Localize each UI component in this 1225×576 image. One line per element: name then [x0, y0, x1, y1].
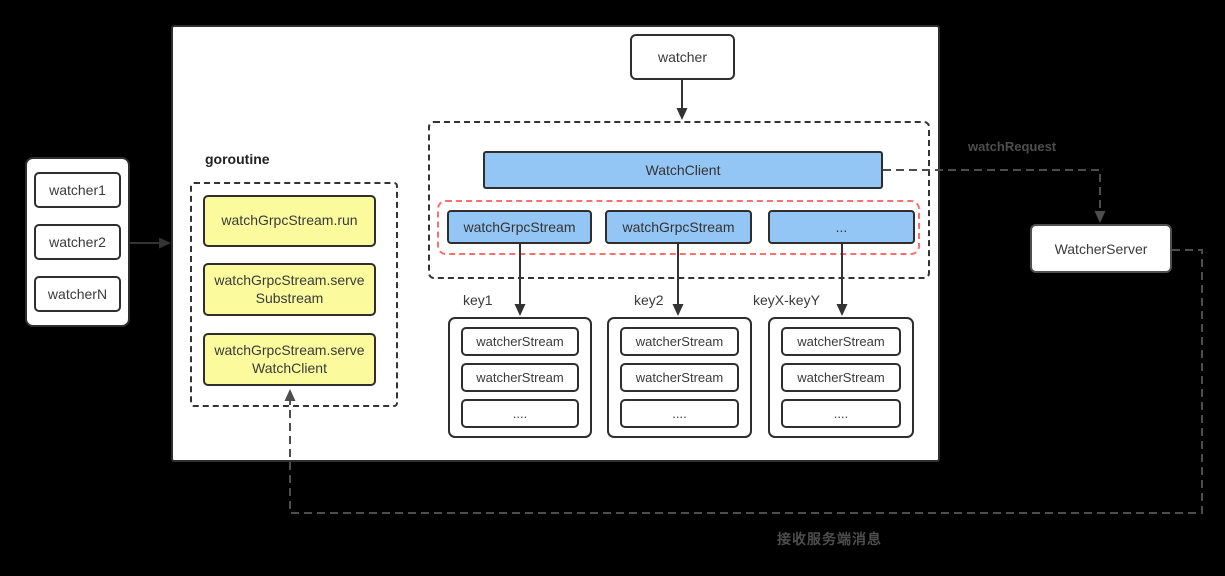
- watcherstream-box: watcherStream: [781, 363, 901, 392]
- watcher2-box: watcher2: [34, 224, 121, 260]
- watcherstream-box: watcherStream: [461, 363, 579, 392]
- watcherN-box: watcherN: [34, 276, 121, 312]
- receive-server-message-label: 接收服务端消息: [777, 531, 882, 547]
- watchrequest-label: watchRequest: [968, 139, 1057, 154]
- watcher-box: watcher: [630, 34, 735, 80]
- watcherstream-box: watcherStream: [620, 363, 739, 392]
- watchclient-bar: WatchClient: [483, 151, 883, 189]
- key2-streams-container: watcherStream watcherStream ....: [607, 317, 752, 438]
- watchgrpcstream-box-more: ...: [768, 210, 915, 244]
- keyx-keyy-label: keyX-keyY: [753, 292, 820, 308]
- goroutine-run-box: watchGrpcStream.run: [203, 195, 376, 247]
- goroutine-serve-watchclient-box: watchGrpcStream.serve WatchClient: [203, 333, 376, 386]
- watcherstream-more-box: ....: [781, 399, 901, 428]
- key1-label: key1: [463, 292, 493, 308]
- watcherstream-box: watcherStream: [620, 327, 739, 356]
- watcherserver-box: WatcherServer: [1030, 224, 1172, 273]
- watchers-panel: watcher1 watcher2 watcherN: [25, 157, 130, 327]
- key2-label: key2: [634, 292, 664, 308]
- key1-streams-container: watcherStream watcherStream ....: [448, 317, 592, 438]
- watcher1-box: watcher1: [34, 172, 121, 208]
- watcherstream-more-box: ....: [620, 399, 739, 428]
- keyx-keyy-streams-container: watcherStream watcherStream ....: [768, 317, 914, 438]
- arrow-watchers-to-container: [130, 237, 171, 249]
- goroutine-title: goroutine: [205, 151, 270, 167]
- watcherstream-more-box: ....: [461, 399, 579, 428]
- watchgrpcstream-box-2: watchGrpcStream: [605, 210, 752, 244]
- watcherstream-box: watcherStream: [461, 327, 579, 356]
- goroutine-serve-substream-box: watchGrpcStream.serve Substream: [203, 263, 376, 316]
- watcherstream-box: watcherStream: [781, 327, 901, 356]
- watchgrpcstream-box-1: watchGrpcStream: [447, 210, 592, 244]
